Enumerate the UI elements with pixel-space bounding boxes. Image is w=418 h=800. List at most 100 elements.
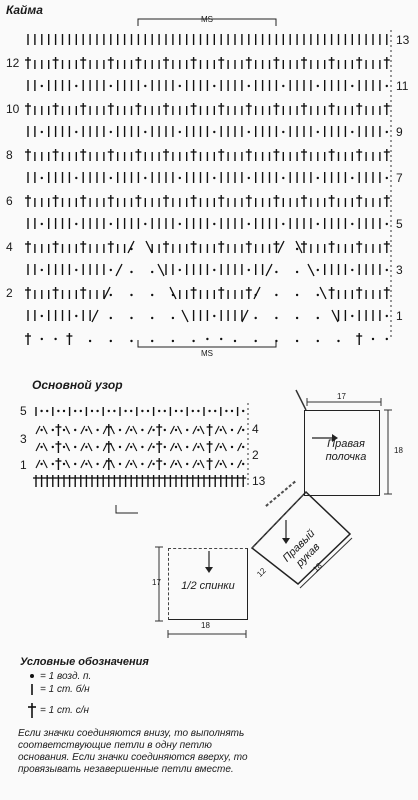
chain-symbol — [88, 339, 92, 343]
chain-symbol — [75, 314, 78, 318]
chain-symbol — [54, 337, 57, 341]
chain-symbol — [163, 445, 166, 449]
stitch-symbol — [177, 425, 183, 435]
chain-symbol — [247, 176, 250, 180]
stitch-symbol — [214, 459, 220, 469]
chain-symbol — [144, 130, 147, 134]
stitch-symbol — [181, 309, 189, 323]
chain-symbol — [40, 409, 43, 413]
chain-symbol — [178, 268, 181, 272]
stitch-symbol — [241, 309, 249, 323]
back-height-label: 17 — [152, 578, 161, 587]
chain-symbol — [174, 409, 178, 413]
main-pattern-stitch-grid — [33, 403, 249, 514]
stitch-symbol — [87, 442, 93, 452]
chain-symbol — [282, 84, 285, 88]
back-panel — [168, 548, 248, 620]
chain-symbol — [186, 445, 189, 449]
chain-symbol — [109, 339, 113, 343]
stitch-symbol — [35, 459, 41, 469]
chain-symbol — [351, 84, 354, 88]
stitch-symbol — [147, 425, 153, 435]
chain-symbol — [316, 316, 319, 320]
sleeve-panel — [250, 490, 353, 589]
chain-symbol — [275, 293, 278, 297]
chain-symbol — [109, 293, 113, 297]
stitch-symbol — [237, 459, 243, 469]
chain-symbol — [96, 428, 99, 432]
chain-symbol — [230, 428, 234, 432]
chain-symbol — [219, 445, 222, 449]
main-row-4: 4 — [252, 422, 259, 436]
stitch-symbol — [221, 459, 227, 469]
stitch-symbol — [115, 263, 123, 277]
stitch-symbol — [237, 425, 243, 435]
chain-symbol — [109, 222, 113, 226]
chain-symbol — [40, 130, 43, 134]
chain-symbol — [233, 339, 237, 343]
chain-symbol — [75, 222, 78, 226]
stitch-symbol — [199, 425, 205, 435]
chain-symbol — [146, 409, 150, 413]
stitch-symbol — [169, 459, 175, 469]
chain-symbol — [178, 130, 181, 134]
border-row-5: 5 — [396, 217, 403, 231]
chain-symbol — [178, 222, 181, 226]
chain-symbol — [351, 176, 354, 180]
chain-symbol — [75, 84, 78, 88]
stitch-symbol — [145, 240, 153, 254]
stitch-symbol — [125, 442, 131, 452]
chain-symbol — [130, 462, 133, 466]
border-title: Кайма — [6, 3, 43, 17]
chain-symbol — [163, 409, 166, 413]
chain-symbol — [62, 428, 66, 432]
chain-symbol — [74, 428, 77, 432]
chain-symbol — [85, 462, 88, 466]
stitch-symbol — [132, 459, 138, 469]
stitch-symbol — [125, 425, 131, 435]
legend-note: Если значки соединяются внизу, то выполн… — [18, 728, 248, 775]
stitch-symbol — [295, 240, 303, 254]
front-height-label: 18 — [394, 446, 403, 455]
chain-symbol — [118, 445, 122, 449]
chain-symbol — [130, 428, 133, 432]
chain-symbol — [90, 409, 94, 413]
chain-symbol — [230, 462, 234, 466]
border-row-8: 8 — [6, 148, 13, 162]
chain-symbol — [385, 130, 388, 134]
double-crochet-icon — [28, 703, 36, 718]
chain-symbol — [130, 339, 133, 343]
stitch-symbol — [109, 442, 115, 452]
stitch-symbol — [192, 459, 198, 469]
chain-symbol — [385, 176, 388, 180]
chain-symbol — [130, 445, 133, 449]
chain-symbol — [113, 409, 116, 413]
stitch-symbol — [80, 425, 86, 435]
chain-symbol — [197, 428, 200, 432]
stitch-symbol — [132, 442, 138, 452]
front-width-dimension — [306, 398, 382, 406]
front-panel — [304, 410, 380, 496]
border-row-4: 4 — [6, 240, 13, 254]
chain-symbol — [57, 409, 60, 413]
chain-symbol — [96, 462, 99, 466]
back-height-dimension — [155, 546, 163, 622]
chain-symbol — [171, 339, 175, 343]
chain-symbol — [316, 339, 319, 343]
repeat-bracket-bottom — [137, 340, 277, 348]
stitch-symbol — [35, 442, 41, 452]
chain-symbol — [213, 268, 216, 272]
chain-symbol — [219, 428, 222, 432]
stitch-symbol — [307, 263, 315, 277]
stitch-symbol — [132, 425, 138, 435]
border-row-12: 12 — [6, 56, 20, 70]
chain-symbol — [174, 462, 178, 466]
chain-symbol — [151, 293, 154, 297]
chain-symbol — [151, 339, 154, 343]
chain-symbol — [158, 409, 161, 413]
chain-symbol — [351, 130, 354, 134]
chain-symbol — [247, 84, 250, 88]
chain-symbol — [75, 268, 78, 272]
chain-symbol — [197, 462, 200, 466]
border-stitch-grid — [25, 18, 392, 348]
